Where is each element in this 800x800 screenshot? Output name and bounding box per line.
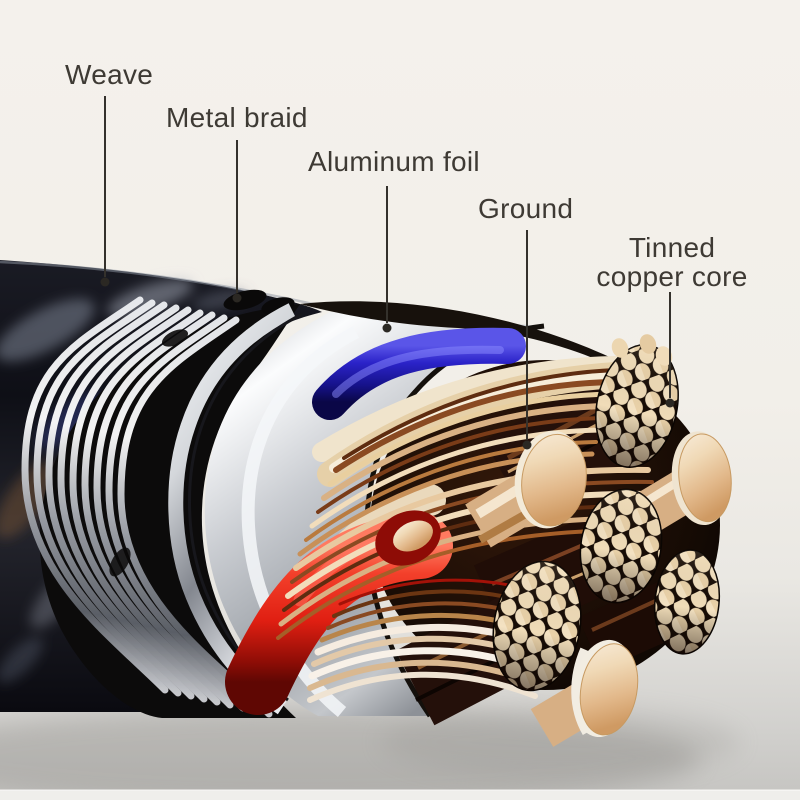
- chrome-ring: [168, 303, 303, 715]
- leader-lines: [104, 96, 671, 440]
- leader-dot-weave: [100, 277, 110, 287]
- leader-dots: [100, 277, 675, 450]
- label-weave: Weave: [65, 59, 154, 90]
- tinned-copper-bundle-faces: [492, 334, 721, 692]
- blue-insulated-wire: [312, 327, 526, 420]
- red-wire-cut-opening: [375, 510, 441, 566]
- label-ground: Ground: [478, 193, 574, 224]
- ground-wire-faces: [514, 430, 732, 738]
- label-metal-braid: Metal braid: [166, 102, 308, 133]
- label-tinned-copper-core: Tinned copper core: [596, 232, 748, 292]
- leader-dot-metal-braid: [232, 293, 242, 303]
- label-aluminum-foil: Aluminum foil: [308, 146, 480, 177]
- leader-dot-aluminum-foil: [382, 323, 392, 333]
- leader-dot-tinned-copper-core: [665, 398, 675, 408]
- jacket-top-edge: [300, 301, 667, 398]
- leader-dot-ground: [522, 440, 532, 450]
